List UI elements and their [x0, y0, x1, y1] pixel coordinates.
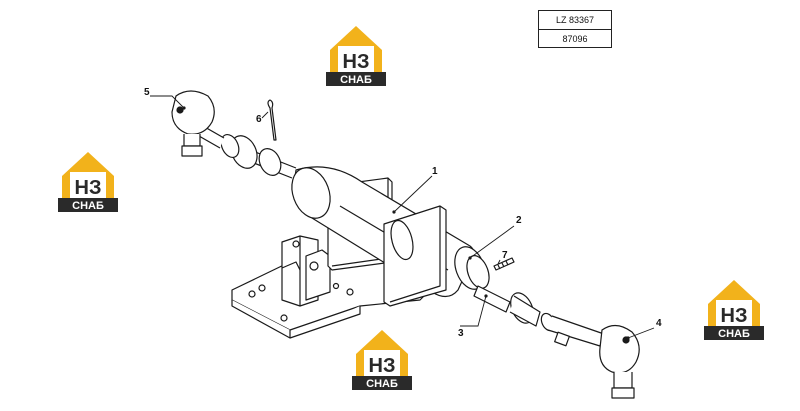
svg-text:НЗ: НЗ	[721, 305, 748, 327]
rear-rod	[191, 121, 297, 179]
part-code-top: LZ 83367	[555, 15, 595, 25]
callout-4: 4	[656, 318, 662, 329]
svg-text:СНАБ: СНАБ	[340, 74, 372, 86]
svg-text:НЗ: НЗ	[369, 355, 396, 377]
svg-text:НЗ: НЗ	[75, 177, 102, 199]
svg-text:СНАБ: СНАБ	[366, 378, 398, 390]
front-flange	[383, 205, 447, 307]
callout-1: 1	[432, 166, 438, 177]
leader-lines	[150, 95, 655, 339]
svg-text:СНАБ: СНАБ	[718, 328, 750, 340]
part-code-bottom: 87096	[539, 29, 611, 48]
watermark-logo: НЗ СНАБ	[326, 26, 386, 86]
watermark-logo: НЗ СНАБ	[704, 280, 764, 340]
set-screw	[493, 257, 515, 271]
gland-nut	[454, 246, 490, 290]
callout-6: 6	[256, 114, 262, 125]
callout-5: 5	[144, 87, 150, 98]
piston-rod	[473, 285, 605, 347]
steering-cylinder-assembly	[171, 90, 640, 399]
clevis-bracket	[281, 235, 331, 307]
callout-3: 3	[458, 328, 464, 339]
watermark-logo: НЗ СНАБ	[352, 330, 412, 390]
rear-ball-joint	[171, 90, 215, 157]
part-reference-box: LZ 83367 87096	[538, 10, 612, 48]
watermark-logo: НЗ СНАБ	[58, 152, 118, 212]
callout-7: 7	[502, 250, 508, 261]
svg-text:СНАБ: СНАБ	[72, 200, 104, 212]
svg-text:НЗ: НЗ	[343, 51, 370, 73]
cotter-pin	[267, 99, 277, 141]
callout-2: 2	[516, 215, 522, 226]
